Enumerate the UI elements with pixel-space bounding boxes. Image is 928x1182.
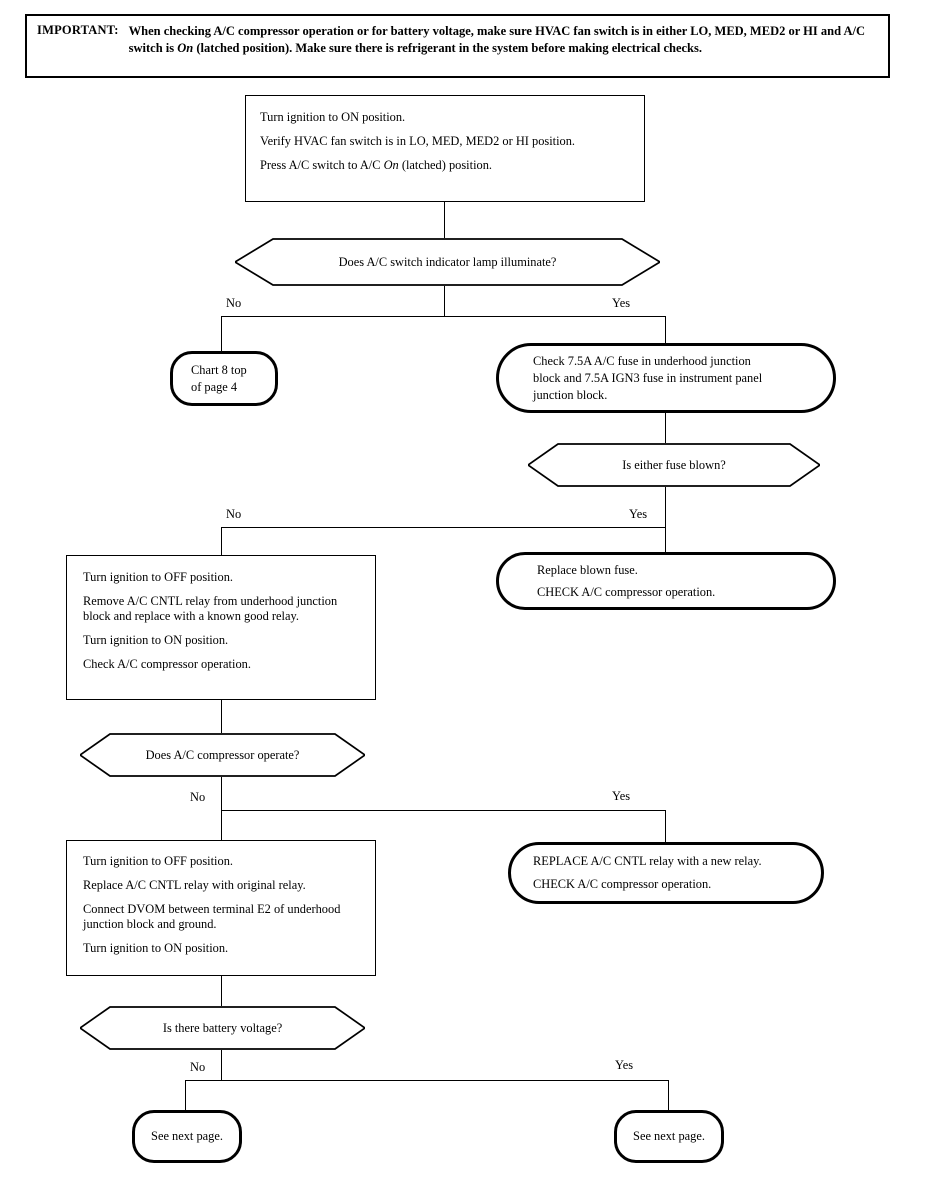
replace-relay-line-1: REPLACE A/C CNTL relay with a new relay.	[533, 854, 762, 868]
process-start-line-3: Press A/C switch to A/C On (latched) pos…	[260, 158, 630, 173]
connector-fuse-yes-drop	[665, 527, 666, 552]
terminal-chart8-line-2: of page 4	[191, 379, 238, 394]
decision-compressor-hexagon	[80, 733, 365, 777]
important-note-line-3: before making electrical checks.	[531, 40, 702, 55]
connector-compressor-stem	[221, 777, 222, 810]
connector-compressor-yes-drop	[665, 810, 666, 842]
connector-fuse-stem	[665, 487, 666, 527]
branch-label-compressor-no: No	[190, 790, 206, 804]
dvom-line-1: Turn ignition to OFF position.	[83, 854, 233, 868]
branch-label-fuse-no: No	[226, 507, 242, 521]
decision-fuse-hexagon	[528, 443, 820, 487]
decision-battery-voltage: Is there battery voltage?	[80, 1006, 365, 1050]
terminal-replace-cntl-relay: REPLACE A/C CNTL relay with a new relay.…	[508, 842, 824, 904]
branch-label-lamp-yes: Yes	[612, 296, 631, 310]
terminal-chart8-line-1: Chart 8 top	[191, 362, 247, 377]
connector-lamp-no-drop	[221, 316, 222, 352]
decision-lamp-hexagon	[235, 238, 660, 286]
branch-label-compressor-yes: Yes	[612, 789, 631, 803]
process-connect-dvom: Turn ignition to OFF position. Replace A…	[66, 840, 376, 976]
terminal-chart-8-reference: Chart 8 top of page 4	[170, 351, 278, 406]
connector-dvom-to-decision	[221, 976, 222, 1006]
see-next-page-right-label: See next page.	[633, 1129, 705, 1143]
decision-compressor-operate: Does A/C compressor operate?	[80, 733, 365, 777]
check-fuses-line-3: junction block.	[533, 387, 608, 402]
dvom-line-2: Replace A/C CNTL relay with original rel…	[83, 878, 306, 892]
important-note-text: When checking A/C compressor operation o…	[129, 23, 878, 56]
connector-lamp-bus	[221, 316, 665, 317]
connector-lamp-yes-drop	[665, 316, 666, 344]
branch-label-lamp-no: No	[226, 296, 242, 310]
branch-label-voltage-yes: Yes	[615, 1058, 634, 1072]
process-start-line-3b: (latched) position.	[398, 158, 493, 172]
decision-fuse-blown: Is either fuse blown?	[528, 443, 820, 487]
important-note-line-1: When checking A/C compressor operation o…	[128, 24, 712, 38]
connector-fuses-to-decision	[665, 413, 666, 443]
connector-voltage-stem	[221, 1050, 222, 1080]
terminal-see-next-page-right: See next page.	[614, 1110, 724, 1163]
connector-voltage-no-drop	[185, 1080, 186, 1110]
connector-voltage-yes-drop	[668, 1080, 669, 1110]
dvom-line-3: Connect DVOM between terminal E2 of unde…	[83, 902, 341, 931]
swap-relay-line-2: Remove A/C CNTL relay from underhood jun…	[83, 594, 338, 623]
connector-compressor-no-drop	[221, 810, 222, 840]
connector-start-to-lamp	[444, 202, 445, 238]
replace-fuse-line-2: CHECK A/C compressor operation.	[537, 584, 716, 599]
dvom-line-4: Turn ignition to ON position.	[83, 941, 229, 955]
check-fuses-line-1: Check 7.5A A/C fuse in underhood junctio…	[533, 353, 751, 368]
process-swap-cntl-relay: Turn ignition to OFF position. Remove A/…	[66, 555, 376, 700]
swap-relay-line-4: Check A/C compressor operation.	[83, 657, 251, 671]
connector-fuse-bus	[221, 527, 665, 528]
process-start-line-2: Verify HVAC fan switch is in LO, MED, ME…	[260, 134, 576, 148]
important-note-line-2a: MED, MED2 or HI and A/C switch is	[128, 24, 865, 55]
connector-swaprelay-to-decision	[221, 700, 222, 733]
decision-voltage-hexagon	[80, 1006, 365, 1050]
replace-relay-line-2: CHECK A/C compressor operation.	[533, 877, 712, 891]
branch-label-fuse-yes: Yes	[629, 507, 648, 521]
important-note-emphasis-on: On	[177, 40, 194, 55]
decision-fuse-label: Is either fuse blown?	[622, 457, 726, 472]
swap-relay-line-3: Turn ignition to ON position.	[83, 633, 229, 647]
decision-lamp-label: Does A/C switch indicator lamp illuminat…	[338, 254, 557, 269]
see-next-page-left-label: See next page.	[151, 1129, 223, 1143]
process-start-ignition: Turn ignition to ON position. Verify HVA…	[245, 95, 645, 202]
branch-label-voltage-no: No	[190, 1060, 206, 1074]
check-fuses-line-2: block and 7.5A IGN3 fuse in instrument p…	[533, 370, 763, 385]
process-check-fuses: Check 7.5A A/C fuse in underhood junctio…	[496, 343, 836, 413]
decision-lamp-illuminate: Does A/C switch indicator lamp illuminat…	[235, 238, 660, 286]
important-note-line-2b: (latched position). Make sure there is r…	[193, 40, 529, 55]
terminal-see-next-page-left: See next page.	[132, 1110, 242, 1163]
decision-voltage-label: Is there battery voltage?	[162, 1020, 283, 1035]
connector-voltage-bus	[185, 1080, 668, 1081]
replace-fuse-line-1: Replace blown fuse.	[537, 562, 638, 577]
connector-compressor-bus	[221, 810, 665, 811]
important-note-label: IMPORTANT:	[37, 23, 119, 37]
important-note-box: IMPORTANT: When checking A/C compressor …	[25, 14, 890, 78]
connector-lamp-stem	[444, 286, 445, 316]
process-start-emphasis-on: On	[383, 158, 399, 172]
process-start-line-1: Turn ignition to ON position.	[260, 110, 406, 124]
decision-compressor-label: Does A/C compressor operate?	[145, 747, 300, 762]
connector-fuse-no-drop	[221, 527, 222, 556]
swap-relay-line-1: Turn ignition to OFF position.	[83, 570, 233, 584]
process-start-line-3a: Press A/C switch to A/C	[260, 158, 384, 172]
terminal-replace-blown-fuse: Replace blown fuse. CHECK A/C compressor…	[496, 552, 836, 610]
